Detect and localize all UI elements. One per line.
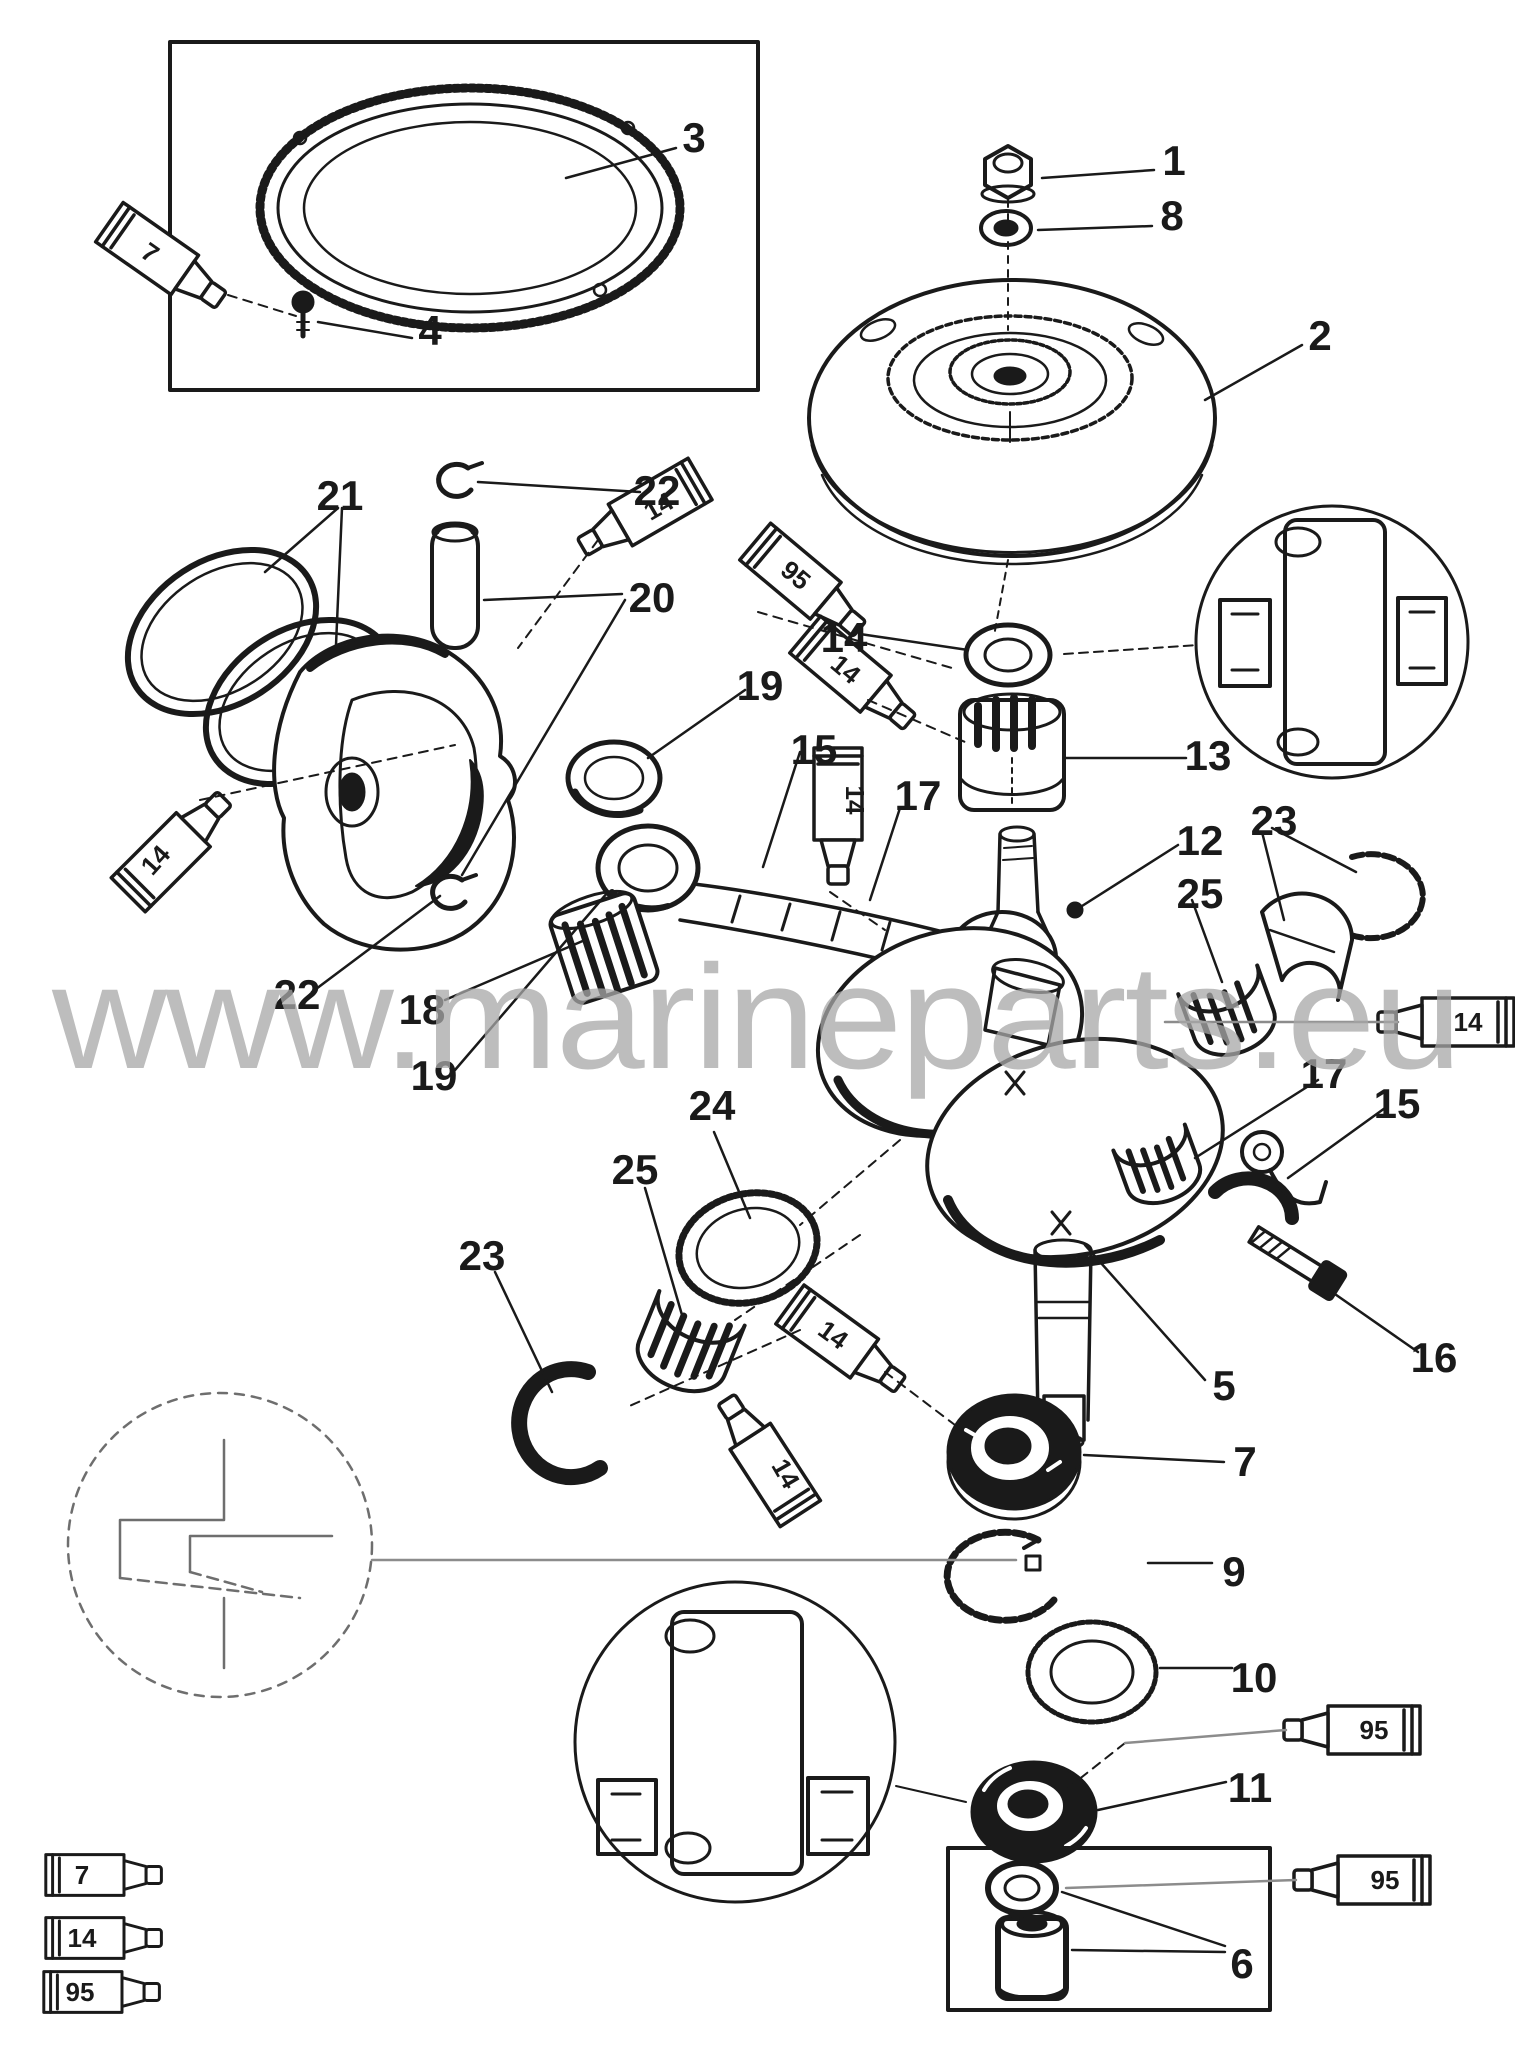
label-14: 14 bbox=[821, 614, 868, 661]
label-24: 24 bbox=[689, 1082, 736, 1129]
lower-washer bbox=[1025, 1619, 1159, 1725]
flywheel bbox=[807, 278, 1217, 637]
label-23a: 23 bbox=[1251, 797, 1298, 844]
kit-bushing bbox=[995, 1910, 1069, 2001]
half-roller-bearing-left bbox=[635, 1289, 747, 1394]
label-22a: 22 bbox=[634, 467, 681, 514]
tube-label-grease-2: 95 bbox=[1360, 1715, 1389, 1745]
label-9: 9 bbox=[1222, 1548, 1245, 1595]
leader-lines bbox=[263, 146, 1420, 1954]
tube-grease-kit bbox=[1292, 1854, 1432, 1906]
label-22b: 22 bbox=[274, 971, 321, 1018]
label-10: 10 bbox=[1231, 1654, 1278, 1701]
retainer-clip-top bbox=[436, 461, 484, 499]
label-23b: 23 bbox=[459, 1232, 506, 1279]
tube-lube-piston-left bbox=[109, 779, 244, 914]
label-21: 21 bbox=[317, 472, 364, 519]
rod-roller-bearing bbox=[548, 889, 660, 1005]
lower-seal bbox=[970, 1760, 1098, 1864]
legend-label-grease: 95 bbox=[66, 1977, 95, 2007]
tube-lube-bottom bbox=[704, 1384, 823, 1529]
thrust-washer-upper bbox=[565, 739, 663, 819]
label-17b: 17 bbox=[1301, 1050, 1348, 1097]
retainer-clip-bottom bbox=[430, 873, 478, 911]
label-16: 16 bbox=[1411, 1334, 1458, 1381]
legend-tubes bbox=[42, 1853, 163, 2014]
label-3: 3 bbox=[682, 114, 705, 161]
label-25b: 25 bbox=[612, 1146, 659, 1193]
watermark-text: www.marineparts.eu bbox=[51, 935, 1460, 1100]
rod-link bbox=[1240, 1130, 1328, 1206]
legend-label-lube: 14 bbox=[68, 1923, 97, 1953]
label-17a: 17 bbox=[895, 772, 942, 819]
label-11: 11 bbox=[1228, 1764, 1272, 1811]
bearing-detail-circle-upper bbox=[1063, 504, 1470, 780]
label-7: 7 bbox=[1233, 1438, 1256, 1485]
label-19a: 19 bbox=[737, 662, 784, 709]
label-2: 2 bbox=[1308, 312, 1331, 359]
tube-label-lube-5: 14 bbox=[1454, 1007, 1483, 1037]
half-roller-bearing-right bbox=[1176, 963, 1277, 1057]
flywheel-nut bbox=[980, 144, 1036, 204]
part-labels: 1 2 3 4 5 6 7 8 9 10 11 12 13 14 15 15 1… bbox=[274, 114, 1458, 1987]
ring-gear-teeth bbox=[255, 83, 685, 333]
tube-label-grease-3: 95 bbox=[1371, 1865, 1400, 1895]
tube-label-lube-2: 14 bbox=[840, 786, 870, 815]
label-18: 18 bbox=[399, 986, 446, 1033]
label-5: 5 bbox=[1212, 1362, 1235, 1409]
retaining-ring bbox=[943, 1528, 1058, 1624]
orientation-symbol-circle bbox=[66, 1391, 374, 1699]
gray-connectors bbox=[370, 1020, 1400, 1890]
tube-lube-crank bbox=[774, 1283, 916, 1406]
half-shell-bearing-mid bbox=[1208, 1171, 1299, 1225]
wrist-pin bbox=[430, 521, 480, 650]
tube-sealer-top-left bbox=[93, 200, 237, 322]
half-shell-bearing-left bbox=[511, 1361, 608, 1486]
tube-grease-seal-lower bbox=[1282, 1704, 1422, 1756]
lower-ball-bearing bbox=[946, 1393, 1082, 1521]
seal-ring-24 bbox=[675, 1189, 821, 1307]
label-19b: 19 bbox=[411, 1052, 458, 1099]
label-15a: 15 bbox=[791, 726, 838, 773]
piston-ring-1 bbox=[124, 546, 320, 718]
kit-box bbox=[946, 1846, 1272, 2012]
label-20: 20 bbox=[629, 574, 676, 621]
label-12: 12 bbox=[1177, 817, 1224, 864]
inset-box-ring-gear bbox=[168, 40, 760, 392]
crank-seal-upper bbox=[963, 622, 1053, 688]
label-4: 4 bbox=[418, 307, 442, 354]
label-6: 6 bbox=[1230, 1940, 1253, 1987]
flywheel-washer bbox=[979, 209, 1033, 247]
piston bbox=[272, 633, 517, 952]
screw bbox=[291, 290, 315, 339]
half-roller-bearing-mid bbox=[1111, 1122, 1203, 1206]
label-13: 13 bbox=[1185, 732, 1232, 779]
crank-pin bbox=[1066, 901, 1084, 919]
label-15b: 15 bbox=[1374, 1080, 1421, 1127]
crank-bearing-cage bbox=[958, 692, 1066, 812]
dashed-leaders bbox=[199, 294, 1126, 1789]
rod-screw bbox=[1247, 1225, 1348, 1301]
label-1: 1 bbox=[1162, 137, 1185, 184]
label-8: 8 bbox=[1160, 192, 1183, 239]
bearing-detail-circle-lower bbox=[573, 1580, 967, 1904]
legend-label-sealer: 7 bbox=[75, 1860, 89, 1890]
label-25a: 25 bbox=[1177, 870, 1224, 917]
